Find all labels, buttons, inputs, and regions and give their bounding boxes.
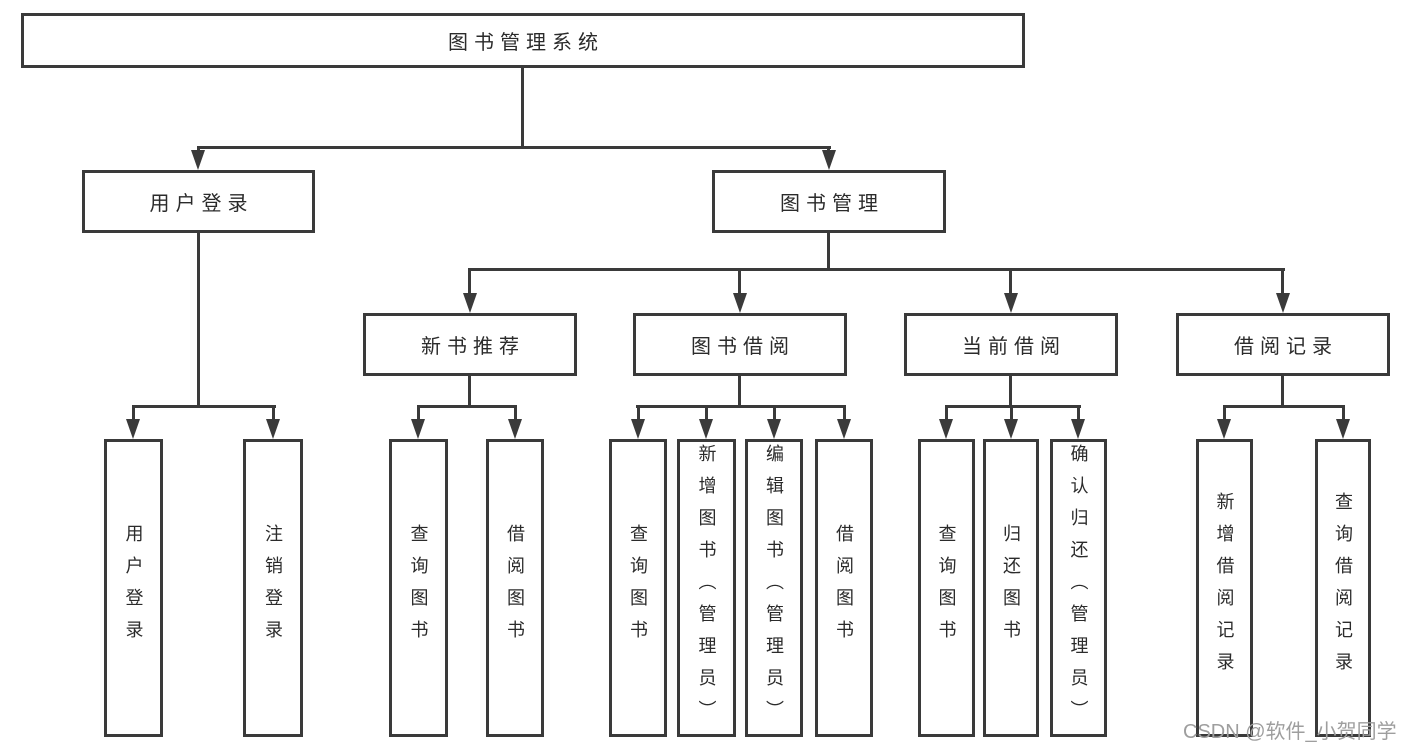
- node-label: 新书推荐: [421, 336, 525, 358]
- connector-line: [827, 233, 830, 271]
- arrow-down-icon: [411, 419, 425, 439]
- connector-line: [1342, 405, 1345, 425]
- arrow-down-icon: [1004, 293, 1018, 313]
- node-borrow-records: 借阅记录: [1176, 313, 1390, 376]
- leaf-query-borrow-record: 查询借阅记录: [1315, 439, 1371, 737]
- connector-line: [468, 268, 471, 298]
- node-book-borrowing: 图书借阅: [633, 313, 847, 376]
- node-label: 编辑图书（管理员）: [764, 444, 784, 732]
- leaf-query-books-borrowing: 查询图书: [609, 439, 667, 737]
- connector-line: [514, 405, 517, 425]
- arrow-down-icon: [508, 419, 522, 439]
- node-label: 归还图书: [1001, 524, 1021, 652]
- connector-line: [1077, 405, 1080, 425]
- arrow-down-icon: [463, 293, 477, 313]
- arrow-down-icon: [939, 419, 953, 439]
- connector-line: [637, 405, 640, 425]
- connector-line: [417, 405, 420, 425]
- connector-line: [521, 68, 524, 146]
- arrow-down-icon: [1217, 419, 1231, 439]
- node-label: 图书管理系统: [448, 32, 604, 54]
- arrow-down-icon: [1276, 293, 1290, 313]
- leaf-borrow-books-borrowing: 借阅图书: [815, 439, 873, 737]
- leaf-query-books-recommend: 查询图书: [389, 439, 448, 737]
- connector-line: [1223, 405, 1345, 408]
- arrow-down-icon: [1004, 419, 1018, 439]
- leaf-user-login: 用户登录: [104, 439, 163, 737]
- node-label: 借阅图书: [505, 524, 525, 652]
- leaf-query-books-current: 查询图书: [918, 439, 975, 737]
- connector-line: [132, 405, 135, 425]
- node-user-login: 用户登录: [82, 170, 315, 233]
- leaf-confirm-return-admin: 确认归还（管理员）: [1050, 439, 1107, 737]
- watermark-text: CSDN @软件_小贺同学: [1183, 721, 1397, 743]
- node-label: 借阅记录: [1234, 336, 1338, 358]
- node-label: 确认归还（管理员）: [1068, 444, 1089, 732]
- node-label: 借阅图书: [834, 524, 854, 652]
- arrow-down-icon: [1336, 419, 1350, 439]
- leaf-add-borrow-record: 新增借阅记录: [1196, 439, 1253, 737]
- node-label: 图书管理: [780, 193, 884, 215]
- connector-line: [197, 146, 831, 149]
- connector-line: [1281, 376, 1284, 408]
- arrow-down-icon: [822, 150, 836, 170]
- leaf-edit-books-admin: 编辑图书（管理员）: [745, 439, 803, 737]
- connector-line: [843, 405, 846, 425]
- node-label: 图书借阅: [691, 336, 795, 358]
- connector-line: [1010, 405, 1013, 425]
- node-label: 新增图书（管理员）: [696, 444, 717, 732]
- arrow-down-icon: [699, 419, 713, 439]
- leaf-logout: 注销登录: [243, 439, 303, 737]
- node-label: 用户登录: [149, 193, 254, 215]
- connector-line: [705, 405, 708, 425]
- arrow-down-icon: [733, 293, 747, 313]
- connector-line: [197, 233, 200, 408]
- node-label: 查询图书: [408, 524, 429, 652]
- connector-line: [1281, 268, 1284, 298]
- connector-line: [1223, 405, 1226, 425]
- connector-line: [738, 268, 741, 298]
- arrow-down-icon: [631, 419, 645, 439]
- connector-line: [132, 405, 276, 408]
- node-book-management: 图书管理: [712, 170, 946, 233]
- connector-line: [945, 405, 948, 425]
- node-library-system: 图书管理系统: [21, 13, 1025, 68]
- arrow-down-icon: [126, 419, 140, 439]
- node-current-borrowing: 当前借阅: [904, 313, 1118, 376]
- connector-line: [417, 405, 517, 408]
- node-label: 查询图书: [628, 524, 648, 652]
- connector-line: [1009, 376, 1012, 408]
- arrow-down-icon: [1071, 419, 1085, 439]
- arrow-down-icon: [266, 419, 280, 439]
- connector-line: [945, 405, 1081, 408]
- arrow-down-icon: [191, 150, 205, 170]
- leaf-add-books-admin: 新增图书（管理员）: [677, 439, 736, 737]
- node-label: 查询图书: [936, 524, 957, 652]
- node-label: 查询借阅记录: [1333, 492, 1353, 684]
- connector-line: [636, 405, 846, 408]
- leaf-return-books: 归还图书: [983, 439, 1039, 737]
- arrow-down-icon: [837, 419, 851, 439]
- node-label: 用户登录: [123, 524, 144, 652]
- connector-line: [738, 376, 741, 408]
- arrow-down-icon: [767, 419, 781, 439]
- leaf-borrow-books-recommend: 借阅图书: [486, 439, 544, 737]
- connector-line: [272, 405, 275, 425]
- node-label: 新增借阅记录: [1214, 492, 1235, 684]
- connector-line: [468, 268, 1285, 271]
- node-label: 注销登录: [263, 524, 283, 652]
- connector-line: [773, 405, 776, 425]
- node-new-book-recommend: 新书推荐: [363, 313, 577, 376]
- node-label: 当前借阅: [962, 336, 1066, 358]
- connector-line: [468, 376, 471, 408]
- connector-line: [1009, 268, 1012, 298]
